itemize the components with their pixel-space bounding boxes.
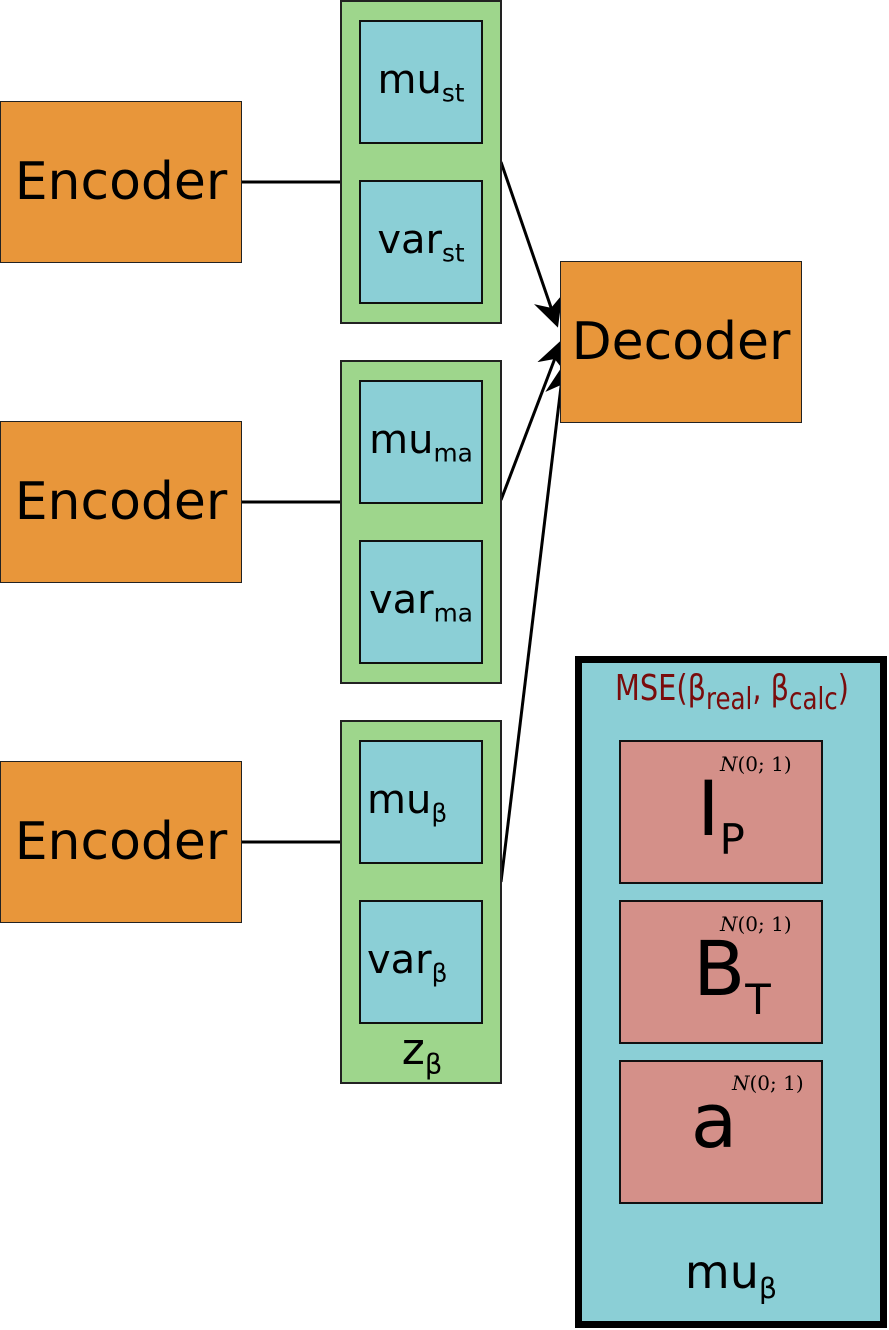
var-beta-label: varβ bbox=[367, 936, 448, 988]
param-ip-label: IP bbox=[697, 764, 745, 864]
encoder-beta-box: Encoder bbox=[0, 761, 242, 923]
encoder-beta-label: Encoder bbox=[14, 812, 228, 872]
param-bt-prior: N(0; 1) bbox=[720, 912, 792, 936]
mu-st-box: must bbox=[359, 20, 483, 144]
param-a-box bbox=[619, 1060, 823, 1204]
arrow-beta-to-decoder bbox=[499, 364, 576, 883]
var-beta-box: varβ bbox=[359, 900, 483, 1024]
mu-st-label: must bbox=[377, 56, 465, 108]
mu-ma-box: muma bbox=[359, 380, 483, 504]
mu-beta-box: muβ bbox=[359, 740, 483, 864]
z-beta-label: zβ bbox=[401, 1023, 443, 1081]
arrow-st-to-decoder bbox=[499, 161, 563, 328]
var-ma-label: varma bbox=[369, 576, 473, 628]
mu-ma-label: muma bbox=[369, 416, 473, 468]
var-st-box: varst bbox=[359, 180, 483, 304]
encoder-ma-box: Encoder bbox=[0, 421, 242, 583]
mu-beta-label: muβ bbox=[367, 776, 448, 828]
encoder-st-box: Encoder bbox=[0, 101, 242, 263]
encoder-st-label: Encoder bbox=[14, 152, 228, 212]
param-bt-box bbox=[619, 900, 823, 1044]
var-ma-box: varma bbox=[359, 540, 483, 664]
param-bt-label: BT bbox=[693, 924, 771, 1024]
panel-footer-label: muβ bbox=[684, 1245, 778, 1305]
mse-loss-label: MSE(βreal, βcalc) bbox=[615, 668, 849, 718]
var-st-label: varst bbox=[377, 216, 465, 268]
param-a-label: a bbox=[690, 1076, 738, 1166]
param-a-prior: N(0; 1) bbox=[732, 1071, 804, 1095]
encoder-ma-label: Encoder bbox=[14, 472, 228, 532]
decoder-label: Decoder bbox=[571, 312, 791, 372]
param-ip-prior: N(0; 1) bbox=[720, 752, 792, 776]
param-ip-box bbox=[619, 740, 823, 884]
decoder-box: Decoder bbox=[560, 261, 802, 423]
